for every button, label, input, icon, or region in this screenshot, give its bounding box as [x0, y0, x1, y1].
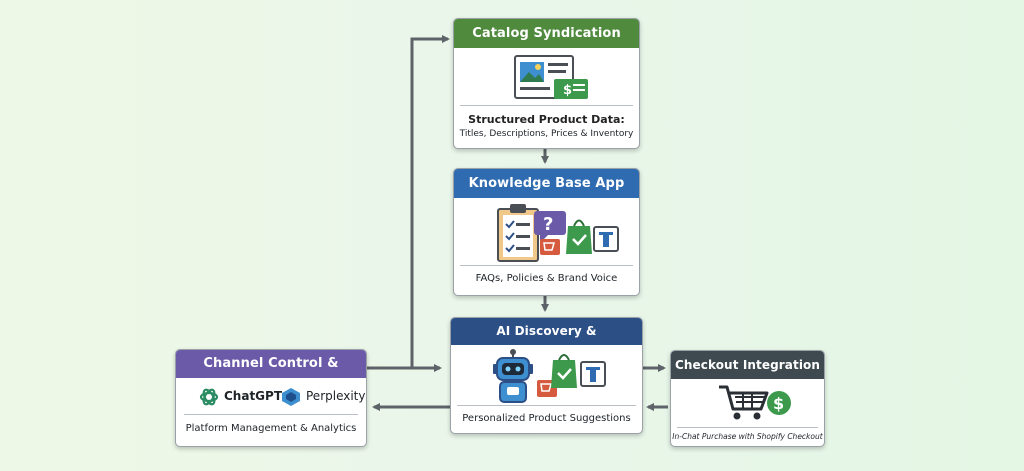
faq-clipboard-icon: ? [497, 204, 619, 262]
cart-checkout-icon: $ [719, 385, 791, 420]
checkout-header: Checkout Integration [671, 351, 824, 379]
knowledge-header: Knowledge Base App [454, 169, 639, 198]
svg-text:$: $ [773, 394, 784, 413]
product-data-icon: $ [514, 55, 588, 99]
arrow-channel-to-catalog [367, 35, 450, 370]
ai-discovery-card: AI Discovery & Recommendation Personaliz… [450, 317, 643, 434]
knowledge-base-card: Knowledge Base App ? FAQs, Policies & Br… [453, 168, 640, 296]
checkout-subtitle: In-Chat Purchase with Shopify Checkout [672, 432, 823, 441]
catalog-syndication-card: Catalog Syndication $ Structured Product… [453, 18, 640, 149]
perplexity-label: Perplexity [306, 389, 366, 403]
checkout-integration-card: Checkout Integration $ In-Chat Purchase … [670, 350, 825, 447]
svg-text:?: ? [543, 214, 553, 235]
knowledge-subtitle: FAQs, Policies & Brand Voice [475, 273, 618, 284]
robot-recommendation-icon [493, 349, 606, 403]
channel-subtitle: Platform Management & Analytics [185, 423, 357, 434]
channel-control-card: Channel Control & Insights ChatGPT Perpl… [175, 349, 367, 447]
chatgpt-label: ChatGPT [224, 389, 283, 403]
svg-text:$: $ [563, 83, 572, 98]
catalog-detail: Titles, Descriptions, Prices & Inventory [459, 129, 634, 139]
discovery-header: AI Discovery & Recommendation [451, 318, 642, 365]
catalog-subtitle: Structured Product Data: [468, 113, 625, 126]
discovery-subtitle: Personalized Product Suggestions [462, 413, 631, 424]
perplexity-icon [282, 388, 300, 406]
channel-header: Channel Control & Insights [176, 350, 366, 399]
chatgpt-icon [199, 388, 219, 406]
catalog-header: Catalog Syndication [454, 19, 639, 48]
